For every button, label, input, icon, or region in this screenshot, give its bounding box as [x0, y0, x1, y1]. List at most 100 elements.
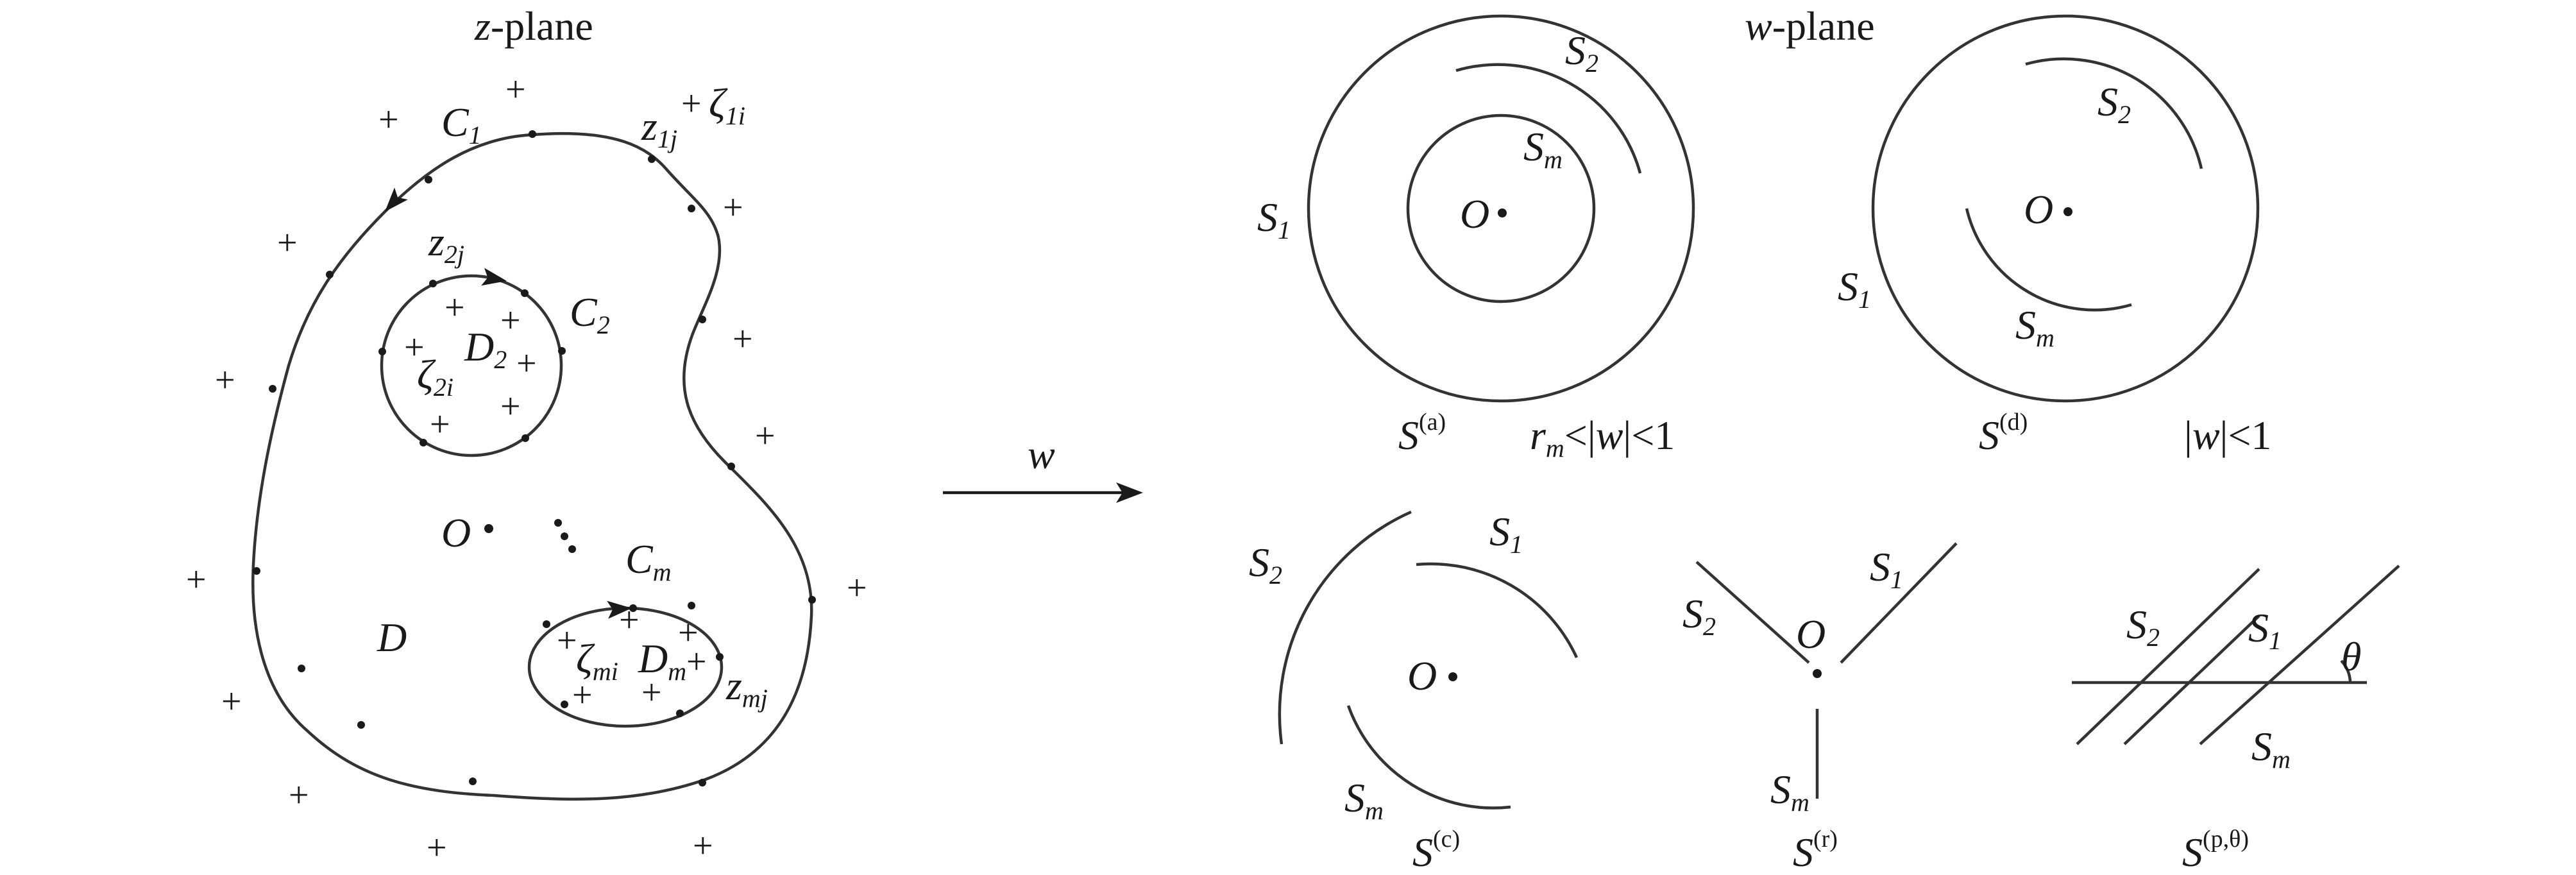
exterior-charges: + + + + + + + + + + + + + + — [186, 70, 867, 868]
panel-r-caption: S(r) — [1793, 826, 1838, 875]
panel-d-caption: S(d) — [1979, 409, 2028, 458]
panel-a-sm-label: Sm — [1523, 124, 1563, 174]
svg-text:+: + — [641, 673, 662, 713]
panel-a-s1-label: S1 — [1257, 194, 1291, 244]
panel-a-origin-point — [1498, 208, 1507, 217]
mapping-arrow: w — [943, 432, 1143, 503]
panel-d-slit-sm — [1965, 208, 2132, 312]
panel-a-slit-s2 — [1455, 63, 1642, 174]
c1-label: C1 — [441, 99, 482, 149]
svg-text:+: + — [572, 675, 593, 715]
panel-d-s1-label: S1 — [1838, 264, 1871, 314]
panel-d-origin-point — [2063, 207, 2072, 216]
z-plane-origin-point — [484, 524, 493, 533]
svg-text:+: + — [681, 84, 702, 124]
c2-label: C2 — [570, 289, 610, 339]
panel-c-slit-sm — [1346, 705, 1511, 810]
svg-text:+: + — [693, 826, 713, 866]
z2j-label: z2j — [428, 219, 464, 269]
zeta-1i-label: ζ1i — [709, 80, 745, 130]
svg-text:+: + — [215, 361, 235, 400]
mapping-label: w — [1028, 432, 1055, 477]
panel-a: S1 S2 Sm O S(a) rm<|w|<1 — [1257, 14, 1695, 463]
zmj-label: zmj — [725, 663, 768, 713]
panel-d-slit-s2 — [2025, 57, 2203, 169]
panel-c-sm-label: Sm — [1344, 775, 1384, 825]
dm-label: Dm — [638, 636, 686, 686]
panel-p-s1-label: S1 — [2248, 605, 2282, 655]
svg-text:+: + — [516, 344, 537, 384]
panel-c: S1 S2 Sm O S(c) — [1249, 509, 1579, 875]
boundary-node-points — [253, 130, 816, 786]
panel-p-slit-s1 — [2123, 615, 2260, 745]
svg-text:+: + — [277, 223, 298, 263]
region-d-label: D — [377, 615, 407, 660]
svg-text:+: + — [500, 301, 521, 341]
svg-text:+: + — [847, 568, 867, 608]
panel-d-s2-label: S2 — [2097, 79, 2131, 129]
panel-c-s2-label: S2 — [1249, 539, 1282, 590]
svg-text:+: + — [445, 288, 465, 328]
svg-text:+: + — [678, 613, 699, 653]
panel-d-outer-circle — [1871, 14, 2260, 403]
panel-a-s2-label: S2 — [1565, 28, 1598, 78]
panel-r-origin-point — [1813, 669, 1822, 678]
panel-a-outer-circle — [1307, 14, 1695, 403]
panel-p-caption: S(p,θ) — [2182, 826, 2249, 875]
panel-c-caption: S(c) — [1412, 826, 1460, 875]
cm-interior-charges: + + + + + + — [557, 600, 707, 715]
w-plane-title: w-plane — [1745, 3, 1875, 49]
panel-d-sm-label: Sm — [2015, 302, 2055, 352]
panel-d-condition: |w|<1 — [2184, 412, 2271, 458]
svg-text:+: + — [430, 405, 450, 445]
inner-boundary-cm-arrow — [607, 600, 632, 619]
zeta-mi-label: ζmi — [576, 636, 618, 686]
panel-r-s2-label: S2 — [1682, 591, 1716, 641]
outer-boundary-arrow — [385, 187, 408, 212]
inner-boundary-c2 — [380, 274, 563, 457]
panel-r-slit-s2 — [1695, 561, 1810, 664]
panel-r-slit-s1 — [1840, 542, 1958, 664]
svg-text:+: + — [686, 642, 707, 682]
svg-text:+: + — [221, 682, 242, 722]
svg-text:+: + — [619, 600, 640, 640]
outer-boundary-curve — [251, 132, 813, 801]
svg-text:+: + — [723, 188, 743, 228]
svg-text:+: + — [755, 416, 775, 456]
svg-text:+: + — [427, 828, 447, 868]
cm-label: Cm — [625, 536, 672, 586]
svg-text:+: + — [505, 70, 526, 110]
z-plane-origin-label: O — [441, 510, 471, 556]
z-plane-panel: z-plane + + — [186, 3, 867, 868]
panel-d: S1 S2 Sm O S(d) |w|<1 — [1838, 14, 2271, 458]
panel-c-slit-s2 — [1278, 510, 1412, 745]
panel-c-origin-point — [1448, 672, 1457, 681]
panel-c-slit-s1 — [1416, 562, 1579, 658]
svg-text:+: + — [733, 319, 753, 359]
panel-p: S1 S2 Sm θ S(p,θ) — [2072, 565, 2400, 875]
panel-p-angle-label: θ — [2341, 634, 2361, 679]
zeta-2i-label: ζ2i — [417, 352, 453, 402]
panel-r-origin-label: O — [1796, 611, 1826, 657]
panel-p-angle-arc — [2340, 659, 2352, 683]
panel-p-slit-s2 — [2076, 568, 2260, 745]
panel-r: S1 S2 Sm O S(r) — [1682, 542, 1958, 875]
panel-a-inner-circle — [1406, 114, 1596, 303]
svg-text:+: + — [500, 387, 521, 427]
panel-p-slit-sm — [2199, 565, 2400, 745]
svg-text:+: + — [378, 100, 399, 140]
panel-d-origin-label: O — [2024, 187, 2053, 232]
panel-r-s1-label: S1 — [1870, 544, 1903, 594]
panel-p-sm-label: Sm — [2251, 724, 2291, 774]
inner-boundary-c2-arrow — [481, 268, 507, 286]
svg-text:+: + — [289, 776, 309, 815]
w-plane-panel: w-plane S1 S2 Sm O S(a) rm<|w|<1 S1 S2 S… — [1249, 3, 2400, 875]
panel-a-origin-label: O — [1460, 191, 1489, 237]
z1j-label: z1j — [641, 103, 677, 153]
c2-interior-charges: + + + + + + — [404, 288, 537, 445]
ellipsis-dots — [554, 519, 576, 553]
z-plane-title: z-plane — [474, 3, 593, 49]
d2-label: D2 — [464, 324, 507, 374]
panel-p-s2-label: S2 — [2126, 602, 2160, 652]
